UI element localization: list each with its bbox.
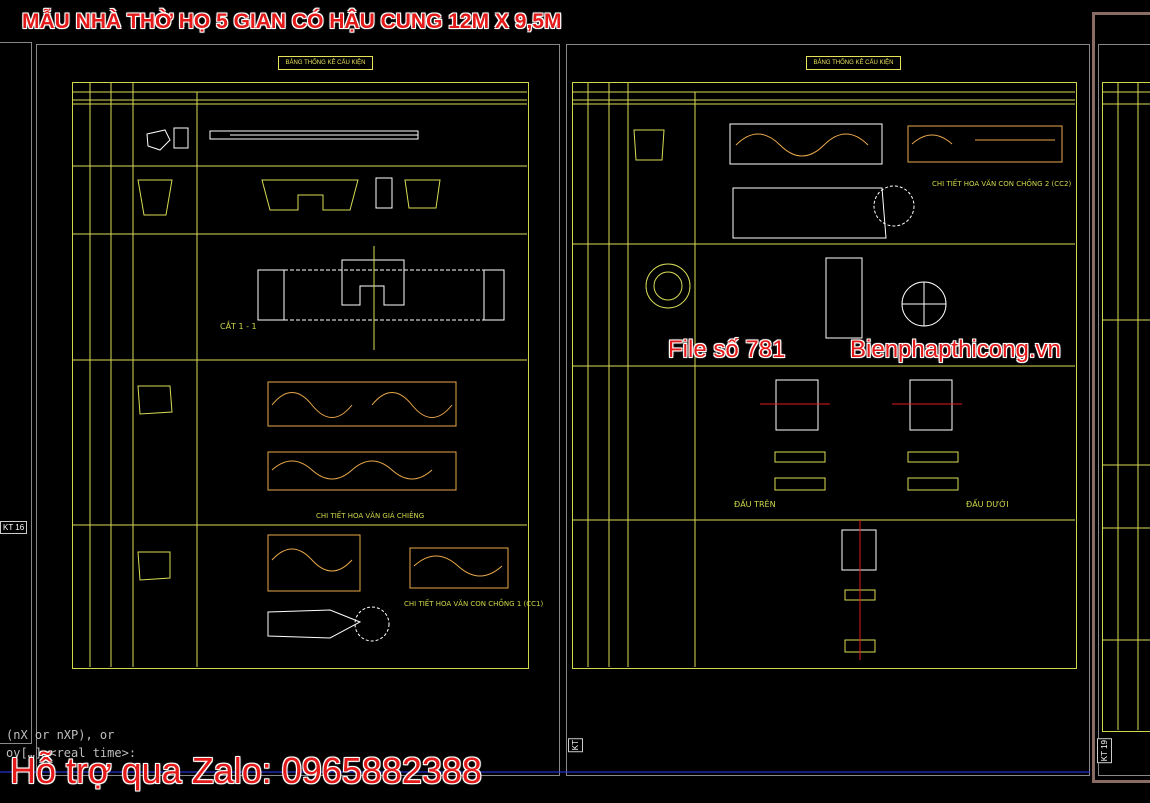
sheet-label-left: KT 16 <box>0 521 28 534</box>
label-detail-gia-chieng: CHI TIẾT HOA VĂN GIÁ CHIÊNG <box>316 512 425 520</box>
sheet-frame-left <box>0 42 32 744</box>
drawing-frame-3 <box>1102 82 1150 732</box>
label-detail-con-chong-1: CHI TIẾT HOA VĂN CON CHỒNG 1 (CC1) <box>404 600 544 608</box>
sheet-frame-3-inner <box>1098 44 1150 776</box>
command-line-line1: (nX or nXP), or <box>6 728 115 742</box>
command-line-line2[interactable]: ov[…] <real time>: <box>6 746 137 760</box>
drawing-frame-1 <box>72 82 529 669</box>
label-detail-con-chong-2: CHI TIẾT HOA VĂN CON CHỒNG 2 (CC2) <box>932 180 1072 188</box>
label-dau-duoi: ĐẤU DƯỚI <box>966 500 1009 509</box>
overlay-title: MẪU NHÀ THỜ HỌ 5 GIAN CÓ HẬU CUNG 12M X … <box>22 10 562 33</box>
sheet-frame-1 <box>36 44 560 776</box>
sheet-frame-2 <box>566 44 1090 776</box>
table-title-1: BẢNG THỐNG KÊ CẤU KIỆN <box>278 56 373 70</box>
label-section-1-1: CẮT 1 - 1 <box>220 322 257 331</box>
table-title-2: BẢNG THỐNG KÊ CẤU KIỆN <box>806 56 901 70</box>
overlay-site: Bienphapthicong.vn <box>850 336 1061 363</box>
overlay-support: Hỗ trợ qua Zalo: 0965882388 <box>10 750 482 791</box>
drawing-frame-2 <box>572 82 1077 669</box>
label-dau-tren: ĐẤU TRÊN <box>734 500 776 509</box>
sheet-frame-3 <box>1092 12 1150 783</box>
overlay-file-number: File số 781 <box>668 336 786 363</box>
